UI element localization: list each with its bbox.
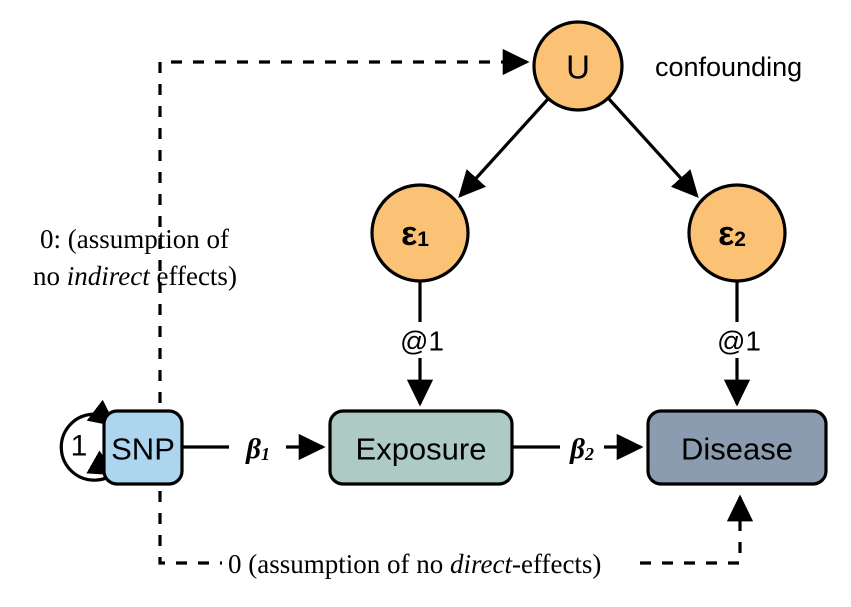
indirect-assumption-line-1: 0: (assumption of <box>40 224 229 254</box>
beta-1-label: β1 <box>245 433 270 465</box>
at-one-right-label: @1 <box>717 326 761 357</box>
exposure-box[interactable] <box>328 409 514 486</box>
node-snp[interactable]: SNP <box>102 409 184 486</box>
node-exposure[interactable]: Exposure <box>328 409 514 486</box>
node-disease[interactable]: Disease <box>646 409 828 486</box>
at-one-left-label: @1 <box>400 326 444 357</box>
u-circle[interactable] <box>532 20 624 112</box>
node-u[interactable]: U <box>532 20 624 112</box>
direct-assumption-annotation: 0 (assumption of no direct-effects) <box>228 549 601 579</box>
snp-box[interactable] <box>102 409 184 486</box>
edge-u-to-eps1 <box>458 97 550 198</box>
epsilon-1-label: ε1 <box>401 215 429 253</box>
snp-loop-label: 1 <box>71 430 88 463</box>
confounding-annotation: confounding <box>655 52 802 82</box>
indirect-assumption-line-2: no indirect effects) <box>33 261 237 291</box>
disease-label: Disease <box>681 432 793 467</box>
epsilon-2-label: ε2 <box>718 215 746 253</box>
epsilon-1-circle[interactable] <box>370 183 470 283</box>
beta-2-label: β2 <box>569 433 594 465</box>
snp-label: SNP <box>111 432 175 467</box>
exposure-label: Exposure <box>356 432 487 467</box>
edge-snp-to-u-dashed <box>158 48 530 447</box>
node-epsilon-2[interactable]: ε2 <box>687 183 787 283</box>
disease-box[interactable] <box>646 409 828 486</box>
edge-u-to-eps2 <box>607 97 699 198</box>
node-epsilon-1[interactable]: ε1 <box>370 183 470 283</box>
epsilon-2-circle[interactable] <box>687 183 787 283</box>
u-label: U <box>566 49 590 86</box>
edge-snp-to-disease-dashed <box>158 447 754 565</box>
